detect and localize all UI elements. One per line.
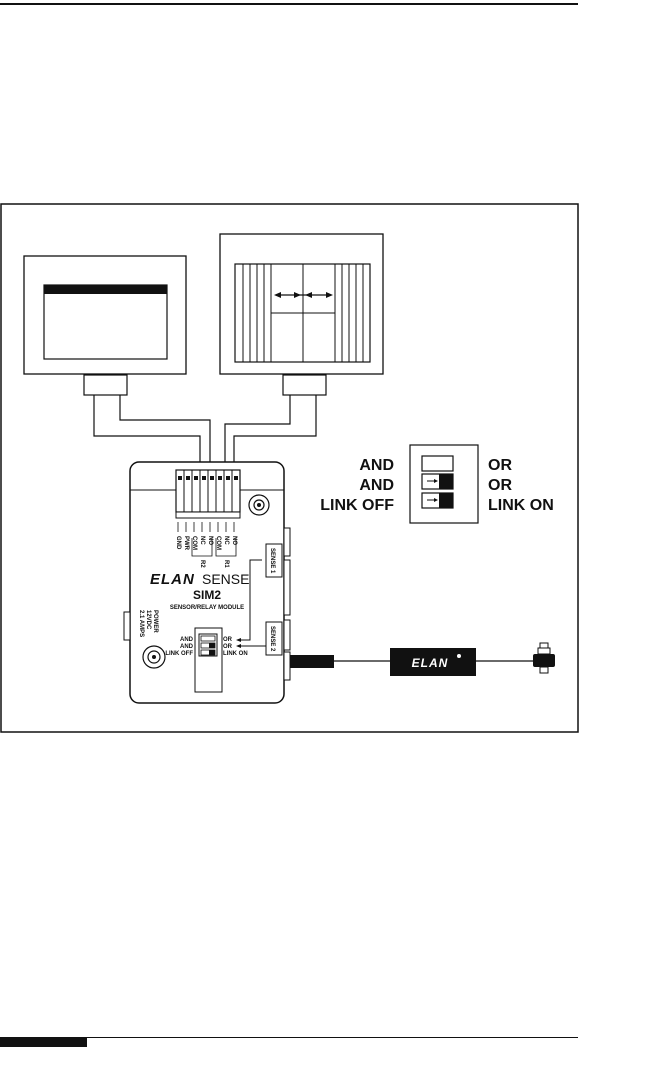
module-subtitle: SENSOR/RELAY MODULE (170, 605, 244, 611)
legend-right-label-3: LINK ON (488, 497, 554, 514)
sensor-brand: ELAN (412, 656, 449, 670)
module-brand-suffix: SENSE (202, 571, 249, 587)
terminal-label-8: NO (231, 536, 237, 545)
module-model: SIM2 (193, 588, 221, 602)
bottom-rule (0, 1037, 578, 1038)
drape-device (219, 233, 384, 396)
terminal-label-7: NC (223, 536, 229, 545)
power-text-2: 12VDC (145, 610, 151, 630)
module-switch-left-3: LINK OFF (165, 651, 193, 657)
module-switch-right-3: LINK ON (223, 651, 248, 657)
terminal-label-2: PWR (183, 536, 189, 551)
module-switch-right-1: OR (223, 637, 233, 643)
legend-right-label-1: OR (488, 457, 512, 474)
legend-left-label-1: AND (359, 457, 394, 474)
module-switch-right-2: OR (223, 644, 233, 650)
legend-left-label-3: LINK OFF (320, 497, 394, 514)
bottom-tab (0, 1038, 87, 1047)
terminal-label-5: NO (207, 536, 213, 545)
sim2-module: GND PWR COM NC NO COM NC NO R2 R1 (123, 461, 291, 704)
module-switch-left-2: AND (180, 644, 194, 650)
wires (93, 395, 317, 476)
relay-label-r2: R2 (199, 560, 205, 568)
power-text-1: POWER (152, 610, 158, 633)
sense-port-1-label: SENSE 1 (269, 548, 275, 574)
relay-label-r1: R1 (223, 560, 229, 568)
sense-port-2-label: SENSE 2 (269, 626, 275, 652)
legend-right-label-2: OR (488, 477, 512, 494)
legend-left-label-2: AND (359, 477, 394, 494)
top-rule (0, 3, 578, 5)
power-text-3: 2.1 AMPS (138, 610, 144, 637)
sensor-cable: ELAN (290, 642, 555, 676)
module-switch-left-1: AND (180, 637, 194, 643)
terminal-label-4: NC (199, 536, 205, 545)
switch-legend: AND AND LINK OFF OR OR LINK ON (320, 444, 554, 524)
svg-text:ELAN: ELAN (150, 571, 195, 588)
elan-logo: ELAN (150, 571, 195, 588)
terminal-label-3: COM (191, 536, 197, 550)
terminal-label-1: GND (175, 536, 181, 550)
diagram-frame (0, 203, 579, 733)
terminal-label-6: COM (215, 536, 221, 550)
screen-device (23, 255, 187, 396)
